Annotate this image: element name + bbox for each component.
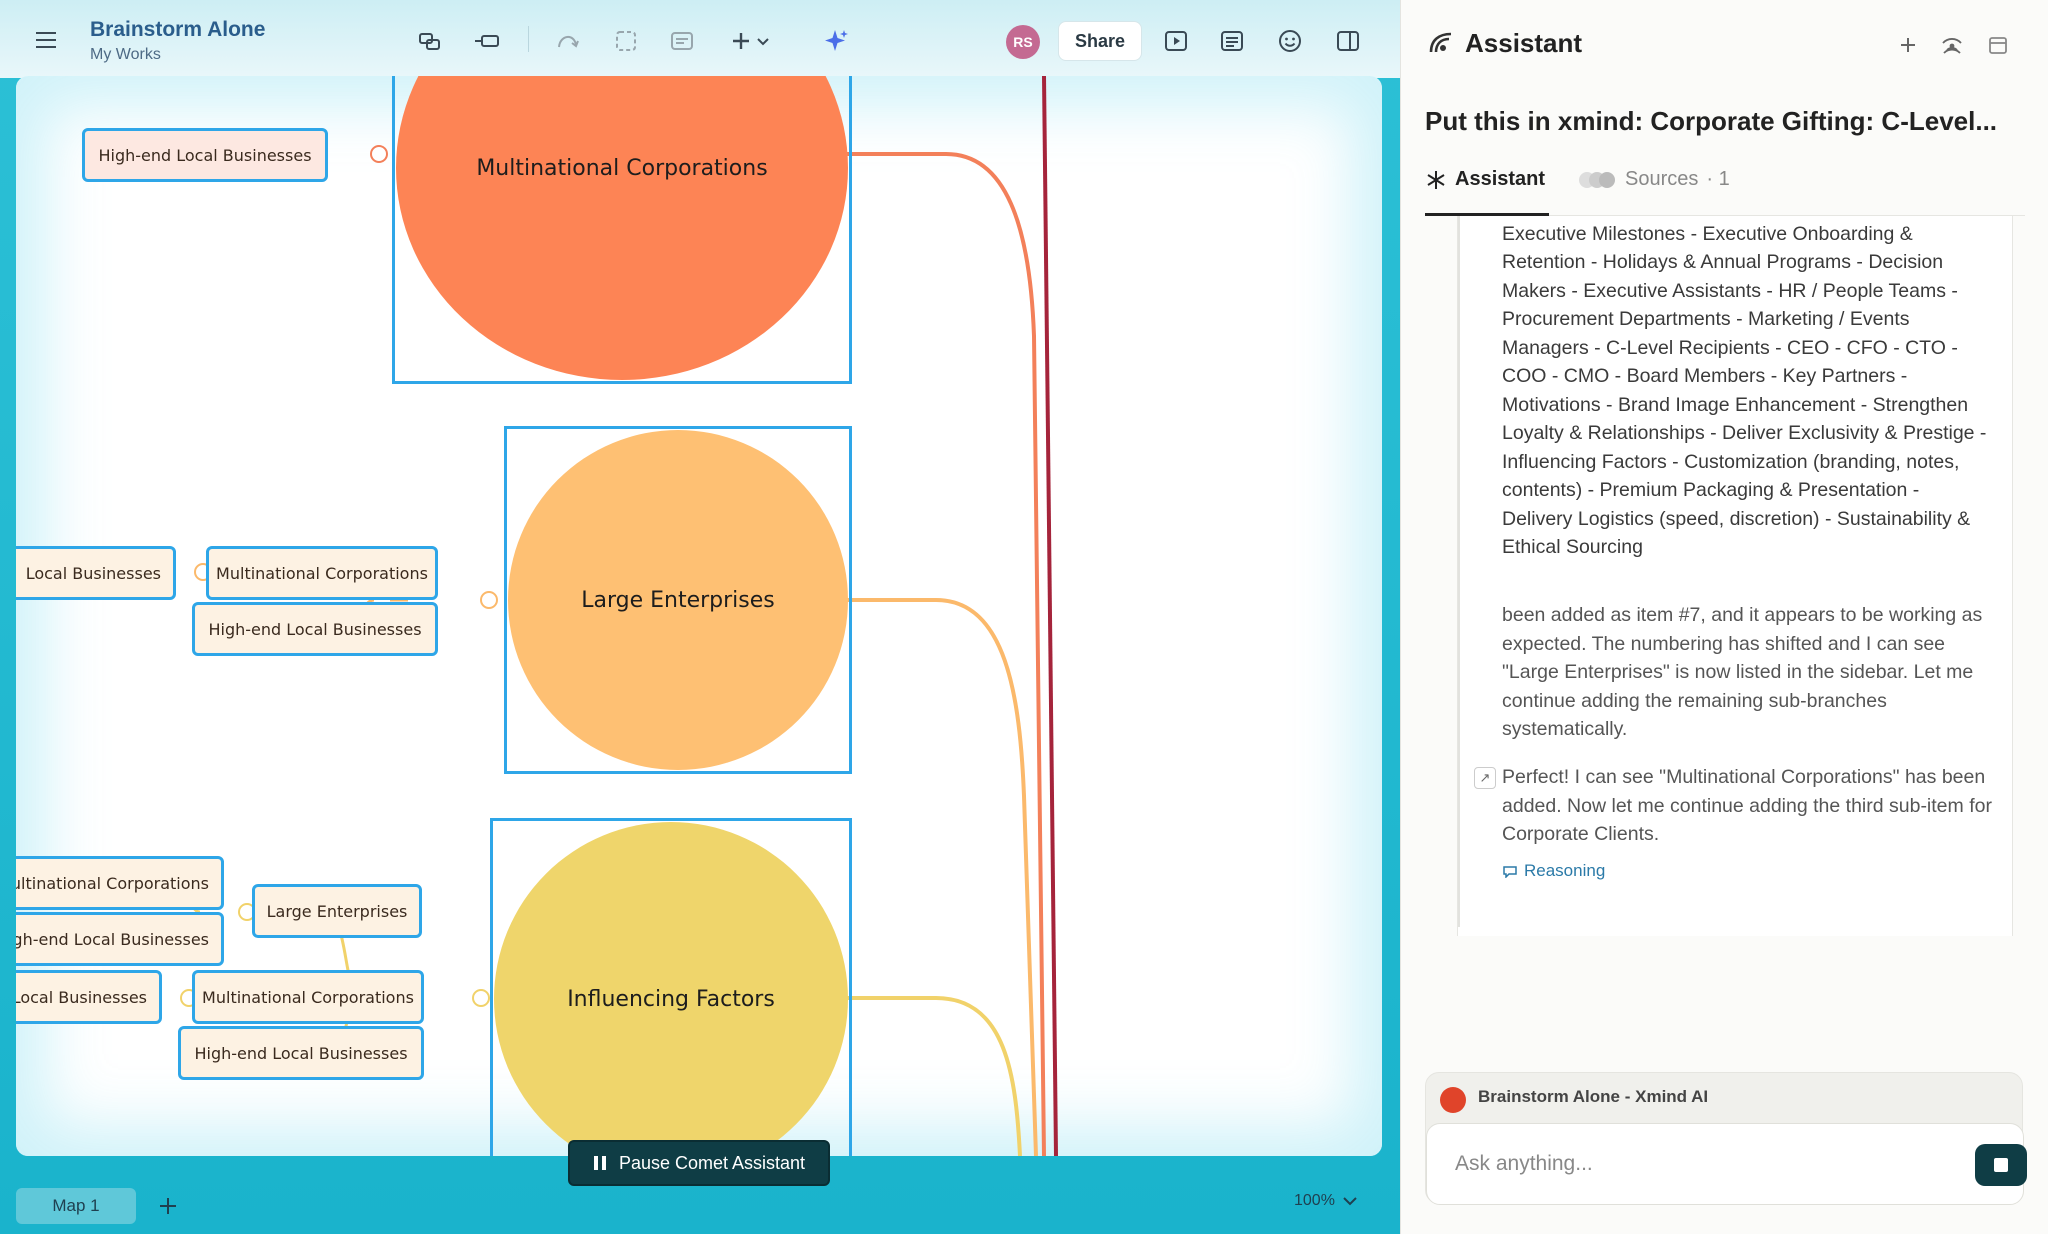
subtopic-label: High-end Local Businesses <box>208 619 422 639</box>
subtopic-multinational-corporations[interactable]: Multinational Corporations <box>192 970 424 1024</box>
chevron-down-icon <box>1343 1197 1357 1206</box>
assistant-panel: Assistant Put this in xmind: Corporate G… <box>1400 0 2048 1234</box>
stop-button[interactable] <box>1975 1144 2027 1186</box>
topic-frame[interactable] <box>504 426 852 774</box>
assistant-message: Perfect! I can see "Multinational Corpor… <box>1502 766 1992 845</box>
main-topic-influencing-factors[interactable]: Influencing Factors <box>494 822 848 1156</box>
collapse-toggle[interactable] <box>480 591 498 609</box>
subtopic-multinational-corporations[interactable]: Multinational Corporations <box>206 546 438 600</box>
broadcast-icon[interactable] <box>1937 30 1967 60</box>
emoji-icon[interactable] <box>1272 23 1308 59</box>
document-title[interactable]: Brainstorm Alone <box>90 18 266 41</box>
pause-assistant-button[interactable]: Pause Comet Assistant <box>568 1140 830 1186</box>
input-box <box>1426 1123 2027 1205</box>
chat-composer: Brainstorm Alone - Xmind AI <box>1425 1072 2027 1205</box>
asterisk-icon <box>1427 170 1445 189</box>
zoom-level: 100% <box>1294 1192 1335 1209</box>
subtopic-high-end-local-businesses[interactable]: High-end Local Businesses <box>192 602 438 656</box>
reasoning-link[interactable]: Reasoning <box>1502 861 1605 881</box>
topic-frame[interactable] <box>490 818 852 1156</box>
expand-icon[interactable]: ↗ <box>1474 767 1496 789</box>
subtopic-high-end-local-businesses[interactable]: High-end Local Businesses <box>178 1026 424 1080</box>
assistant-step-card: Businesses - Gift Needs - Client Appreci… <box>1457 216 2013 936</box>
subtopic-local-businesses[interactable]: Local Businesses <box>16 546 176 600</box>
step-timeline <box>1458 216 1460 927</box>
collapse-toggle[interactable] <box>472 989 490 1007</box>
subtopic-label: High-end Local Businesses <box>16 929 209 949</box>
task-content-text: Businesses - Gift Needs - Client Appreci… <box>1502 222 1987 559</box>
assistant-message: been added as item #7, and it appears to… <box>1502 604 1983 740</box>
open-window-icon[interactable] <box>1983 30 2013 60</box>
subtopic-multinational-corporations[interactable]: Multinational Corporations <box>16 856 224 910</box>
reasoning-icon <box>1503 866 1517 878</box>
topic-label: Large Enterprises <box>581 587 775 613</box>
top-toolbar: Brainstorm Alone My Works RS Share <box>0 0 1400 78</box>
topic-frame[interactable] <box>392 76 852 384</box>
bottom-bar: Map 1 100% <box>0 1180 1400 1234</box>
sources-icon <box>1579 171 1615 188</box>
conversation-title: Put this in xmind: Corporate Gifting: C-… <box>1425 106 1998 136</box>
subtopic-label: High-end Local Businesses <box>98 145 312 165</box>
subtopic-label: Large Enterprises <box>266 901 408 921</box>
subtopic-label: Local Businesses <box>16 987 147 1007</box>
new-chat-icon[interactable] <box>1893 30 1923 60</box>
xmind-logo-icon <box>1440 1087 1466 1113</box>
pause-label: Pause Comet Assistant <box>618 1152 806 1173</box>
tab-label: Assistant <box>1455 168 1546 190</box>
assistant-title: Assistant <box>1465 28 1583 58</box>
context-source-label: Brainstorm Alone - Xmind AI <box>1478 1087 1709 1106</box>
subtopic-label: Local Businesses <box>25 563 161 583</box>
pitch-mode-icon[interactable] <box>1158 23 1194 59</box>
relationship-icon[interactable] <box>550 23 586 59</box>
sheet-tab-map-1[interactable]: Map 1 <box>16 1188 136 1224</box>
subtopic-high-end-local-businesses[interactable]: High-end Local Businesses <box>82 128 328 182</box>
main-topic-large-enterprises[interactable]: Large Enterprises <box>508 430 848 770</box>
insert-menu-icon[interactable] <box>728 23 776 59</box>
tab-label: Sources <box>1625 168 1699 190</box>
topic-label: Influencing Factors <box>567 986 775 1012</box>
ask-input[interactable] <box>1455 1146 1935 1182</box>
add-sheet-icon[interactable] <box>150 1188 186 1224</box>
avatar[interactable]: RS <box>1006 25 1040 59</box>
comet-logo-icon <box>1425 28 1457 60</box>
stop-icon <box>1994 1158 2008 1172</box>
collapse-toggle[interactable] <box>370 145 388 163</box>
ai-sparkle-icon[interactable] <box>818 23 854 59</box>
share-button[interactable]: Share <box>1058 21 1142 61</box>
outliner-icon[interactable] <box>1214 23 1250 59</box>
menu-icon[interactable] <box>28 22 64 58</box>
subtopic-label: High-end Local Businesses <box>194 1043 408 1063</box>
reasoning-label: Reasoning <box>1524 861 1606 880</box>
conversation-scroll[interactable]: Businesses - Gift Needs - Client Appreci… <box>1437 216 2013 936</box>
zoom-control[interactable]: 100% <box>1294 1192 1357 1210</box>
active-tab-indicator <box>1425 213 1549 216</box>
tab-sources[interactable]: Sources · 1 <box>1577 168 1730 191</box>
sources-count: · 1 <box>1706 168 1730 190</box>
subtopic-high-end-local-businesses[interactable]: High-end Local Businesses <box>16 912 224 966</box>
summary-icon[interactable] <box>664 23 700 59</box>
topic-label: Multinational Corporations <box>476 155 768 181</box>
document-location[interactable]: My Works <box>90 46 161 63</box>
format-panel-icon[interactable] <box>1330 23 1366 59</box>
subtopic-label: Multinational Corporations <box>202 987 414 1007</box>
mindmap-canvas[interactable]: Multinational Corporations Large Enterpr… <box>16 76 1382 1156</box>
boundary-icon[interactable] <box>608 23 644 59</box>
subtopic-label: Multinational Corporations <box>216 563 428 583</box>
subtopic-large-enterprises[interactable]: Large Enterprises <box>252 884 422 938</box>
insert-subtopic-icon[interactable] <box>470 23 506 59</box>
subtopic-local-businesses[interactable]: Local Businesses <box>16 970 162 1024</box>
tab-assistant[interactable]: Assistant <box>1425 168 1545 191</box>
pause-icon <box>593 1156 606 1170</box>
insert-topic-icon[interactable] <box>412 23 448 59</box>
assistant-tabs: Assistant Sources · 1 <box>1425 160 2025 216</box>
subtopic-label: Multinational Corporations <box>16 873 209 893</box>
xmind-app: Brainstorm Alone My Works RS Share <box>0 0 1400 1234</box>
